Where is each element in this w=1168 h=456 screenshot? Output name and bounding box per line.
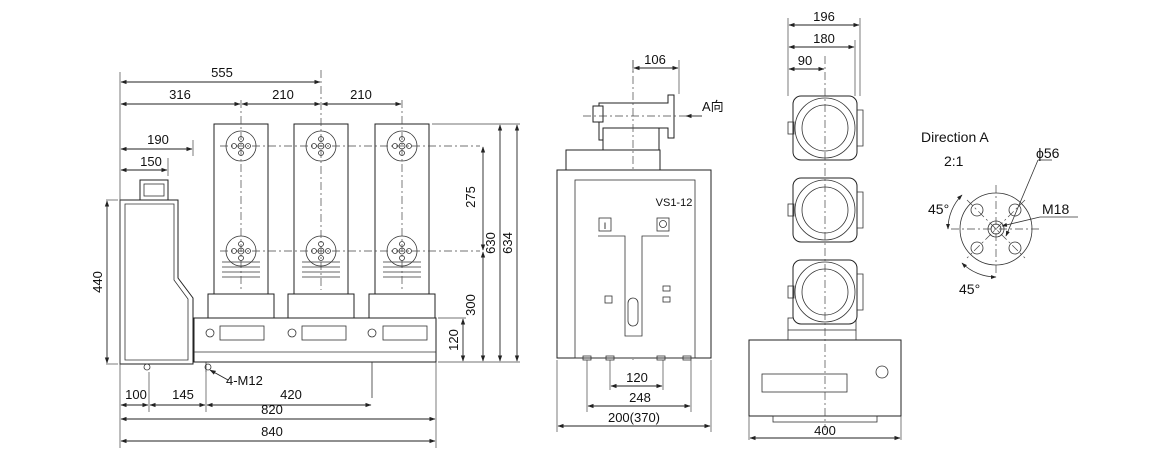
pole-top-2	[787, 177, 864, 243]
dim-400: 400	[814, 423, 836, 438]
detail-title: Direction A	[921, 129, 989, 145]
phi-56-label: ϕ56	[1036, 145, 1060, 161]
dim-248: 248	[629, 390, 651, 405]
detail-scale: 2:1	[944, 153, 964, 169]
dim-145: 145	[172, 387, 194, 402]
base-chassis	[143, 317, 437, 398]
dim-190: 190	[147, 132, 169, 147]
dim-630: 630	[483, 232, 498, 254]
top-view: 196 180 90 400	[748, 9, 902, 441]
dim-555: 555	[211, 65, 233, 80]
dim-100: 100	[125, 387, 147, 402]
dim-420: 420	[280, 387, 302, 402]
dim-210-b: 210	[350, 87, 372, 102]
dim-180: 180	[813, 31, 835, 46]
side-view: 555 316 210 210 190 150 440 275 300 630 …	[90, 65, 520, 448]
dim-634: 634	[500, 232, 515, 254]
dim-120-front: 120	[626, 370, 648, 385]
direction-a-marker: A向	[702, 99, 724, 114]
m18-label: M18	[1042, 201, 1069, 217]
dim-840: 840	[261, 424, 283, 439]
dim-90: 90	[798, 53, 812, 68]
dim-210-a: 210	[272, 87, 294, 102]
dim-316: 316	[169, 87, 191, 102]
dim-440: 440	[90, 271, 105, 293]
switch-label-left: I	[604, 221, 607, 231]
front-view: 106 A向 VS1-12 I O 120 248 200(370)	[556, 52, 724, 432]
pole-top-3	[787, 259, 864, 325]
angle-45-bottom: 45°	[959, 281, 980, 297]
dim-200-370: 200(370)	[608, 410, 660, 425]
bolt-label: 4-M12	[226, 373, 263, 388]
pole-top-1	[787, 95, 864, 161]
detail-view-a: Direction A 2:1 ϕ56 M18 45° 45°	[921, 129, 1078, 297]
dim-275: 275	[463, 186, 478, 208]
dim-820: 820	[261, 402, 283, 417]
angle-45-top: 45°	[928, 201, 949, 217]
dim-150: 150	[140, 154, 162, 169]
dim-300: 300	[463, 294, 478, 316]
dim-196: 196	[813, 9, 835, 24]
dim-106: 106	[644, 52, 666, 67]
dim-120-v: 120	[446, 329, 461, 351]
model-label: VS1-12	[656, 197, 693, 209]
mechanism-box	[119, 179, 194, 365]
